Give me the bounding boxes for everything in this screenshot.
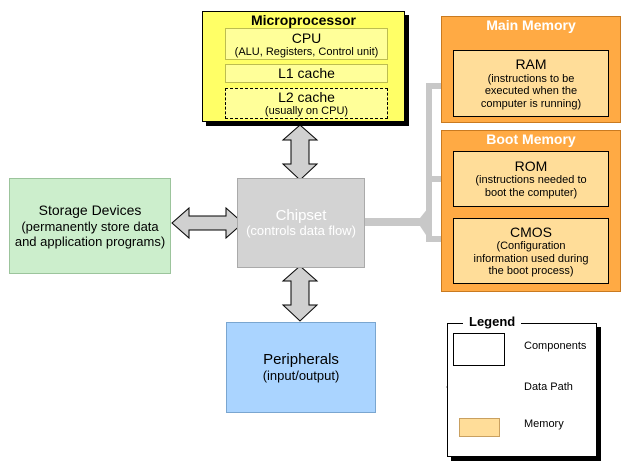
cmos-box: CMOS (Configuration information used dur… xyxy=(453,218,609,284)
bus-memory-link xyxy=(426,124,432,130)
l1-cache-box: L1 cache xyxy=(225,64,388,83)
ram-box: RAM (instructions to be executed when th… xyxy=(453,50,609,117)
l2-cache-detail: (usually on CPU) xyxy=(264,105,349,118)
legend-title: Legend xyxy=(463,314,522,329)
l2-cache-label: L2 cache xyxy=(278,89,335,106)
chipset-box: Chipset (controls data flow) xyxy=(237,178,365,268)
l1-cache-label: L1 cache xyxy=(278,65,335,82)
legend-memory-swatch xyxy=(459,418,500,437)
rom-label: ROM xyxy=(514,158,548,175)
cpu-box: CPU (ALU, Registers, Control unit) xyxy=(225,28,388,60)
cmos-label: CMOS xyxy=(510,223,552,240)
rom-detail-line-1: (instructions needed to xyxy=(475,174,587,187)
data-path-storage-chipset xyxy=(171,206,244,240)
l2-cache-box: L2 cache (usually on CPU) xyxy=(225,88,388,119)
main-memory-title: Main Memory xyxy=(486,17,576,33)
cpu-detail: (ALU, Registers, Control unit) xyxy=(234,45,379,58)
chipset-label: Chipset xyxy=(275,206,327,224)
cmos-detail-line-2: information used during xyxy=(473,252,589,265)
ram-detail-line-1: (instructions to be xyxy=(487,72,575,85)
rom-box: ROM (instructions needed to boot the com… xyxy=(453,151,609,207)
legend-components-label: Components xyxy=(524,340,587,352)
ram-detail-line-2: executed when the xyxy=(484,85,578,98)
chipset-detail: (controls data flow) xyxy=(246,223,356,239)
data-path-cpu-chipset xyxy=(281,124,319,181)
legend-memory-label: Memory xyxy=(524,418,564,430)
storage-detail-line-1: (permanently store data xyxy=(21,219,159,235)
ram-detail-line-3: computer is running) xyxy=(480,97,582,110)
storage-label: Storage Devices xyxy=(38,202,142,219)
boot-memory-title: Boot Memory xyxy=(486,131,576,147)
rom-detail-line-2: boot the computer) xyxy=(484,187,578,200)
legend-components-swatch xyxy=(453,333,505,366)
peripherals-box: Peripherals (input/output) xyxy=(226,322,376,413)
microprocessor-title: Microprocessor xyxy=(250,12,357,28)
cmos-detail-line-3: the boot process) xyxy=(488,265,574,278)
peripherals-label: Peripherals xyxy=(263,351,339,369)
cpu-label: CPU xyxy=(291,29,322,46)
cmos-detail-line-1: (Configuration xyxy=(496,240,566,253)
bus-vertical xyxy=(426,86,432,242)
storage-devices-box: Storage Devices (permanently store data … xyxy=(9,178,171,274)
ram-label: RAM xyxy=(515,56,547,73)
data-path-chipset-peripherals xyxy=(281,265,319,322)
peripherals-detail: (input/output) xyxy=(262,367,340,383)
legend-data-path-label: Data Path xyxy=(524,381,573,393)
storage-detail-line-2: and application programs) xyxy=(14,234,166,250)
bus-stem xyxy=(365,208,428,238)
